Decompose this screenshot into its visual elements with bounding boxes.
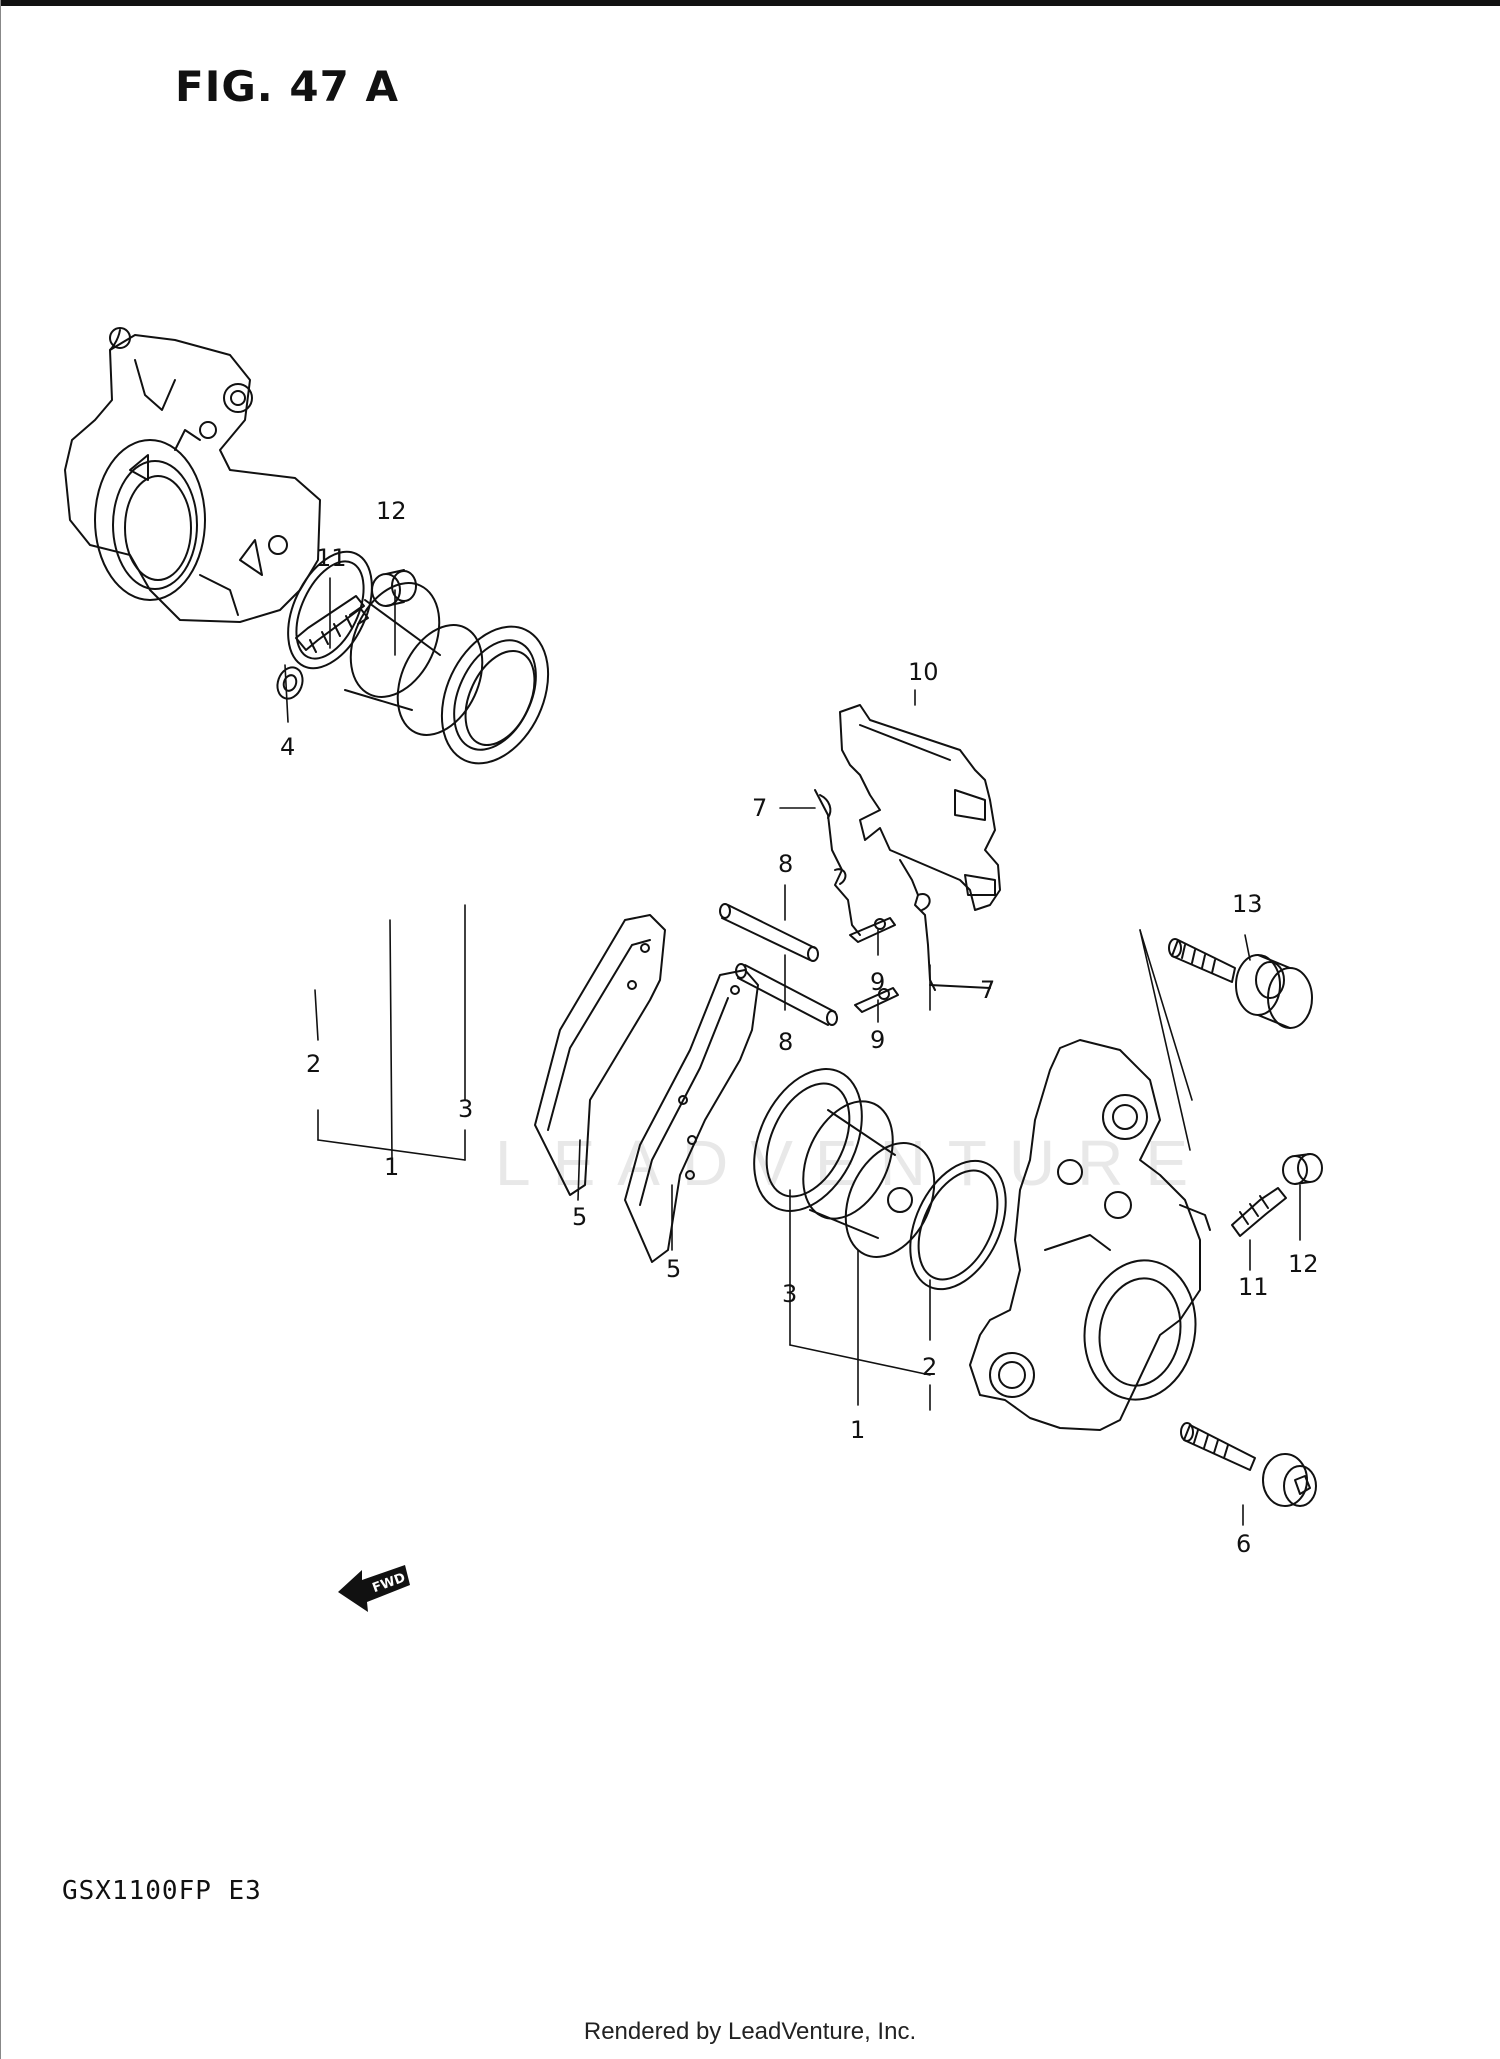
left-boot-part-3 [440, 625, 550, 765]
callout-3-right: 3 [782, 1280, 797, 1308]
right-bleeder-part-11 [1231, 1187, 1287, 1237]
callout-9-upper: 9 [870, 968, 885, 996]
callout-11-right: 11 [1238, 1273, 1269, 1301]
callout-8-upper: 8 [778, 850, 793, 878]
washer-part-4 [276, 666, 304, 700]
left-cap-part-12 [371, 569, 417, 607]
callout-6: 6 [1236, 1530, 1251, 1558]
clip-lower-part-9 [854, 987, 899, 1013]
callout-12-left: 12 [376, 497, 407, 525]
right-caliper-body [969, 1039, 1211, 1431]
figure-title: FIG. 47 A [175, 62, 399, 111]
right-cap-part-12 [1282, 1153, 1323, 1185]
brake-pad-inner-part-5 [624, 969, 759, 1263]
spring-right-part-7 [899, 859, 991, 991]
callout-labels: 12 11 4 2 3 1 5 5 7 8 8 9 9 7 10 13 11 1… [280, 497, 1319, 1558]
top-border [0, 0, 1500, 6]
callout-5-inner: 5 [666, 1255, 681, 1283]
callout-1-right: 1 [850, 1416, 865, 1444]
brake-pad-outer-part-5 [534, 914, 666, 1196]
callout-13: 13 [1232, 890, 1263, 918]
model-code: GSX1100FP E3 [62, 1876, 262, 1906]
callout-2-left: 2 [306, 1050, 321, 1078]
callout-5-outer: 5 [572, 1203, 587, 1231]
callout-9-lower: 9 [870, 1026, 885, 1054]
pad-spring-part-10 [839, 704, 1001, 911]
watermark: LEADVENTURE [495, 1127, 1210, 1199]
left-bleeder-part-11 [295, 595, 369, 653]
callout-10: 10 [908, 658, 939, 686]
callout-12-right: 12 [1288, 1250, 1319, 1278]
right-piston-part-1 [802, 1100, 936, 1258]
callout-2-right: 2 [922, 1353, 937, 1381]
left-caliper-body [64, 327, 321, 623]
callout-11-left: 11 [316, 544, 347, 572]
pad-pin-upper-part-8 [719, 903, 819, 962]
pad-pin-lower-part-8 [735, 963, 838, 1026]
callout-3-left: 3 [458, 1095, 473, 1123]
fwd-arrow-icon: FWD [338, 1565, 410, 1612]
left-border [0, 0, 1, 2059]
spring-left-part-7 [814, 789, 861, 936]
bolt-part-6 [1180, 1422, 1317, 1507]
right-boot-part-3 [753, 1068, 863, 1212]
left-seal-part-2 [287, 550, 373, 670]
callout-7-upper: 7 [752, 794, 767, 822]
left-piston-part-1 [344, 582, 484, 736]
leader-lines [284, 577, 1301, 1526]
footer-credit: Rendered by LeadVenture, Inc. [583, 2018, 917, 2045]
callout-7-lower: 7 [980, 976, 995, 1004]
bolt-part-13 [1168, 938, 1313, 1029]
callout-1-left: 1 [384, 1153, 399, 1181]
callout-4: 4 [280, 733, 295, 761]
callout-8-lower: 8 [778, 1028, 793, 1056]
clip-upper-part-9 [849, 917, 896, 943]
